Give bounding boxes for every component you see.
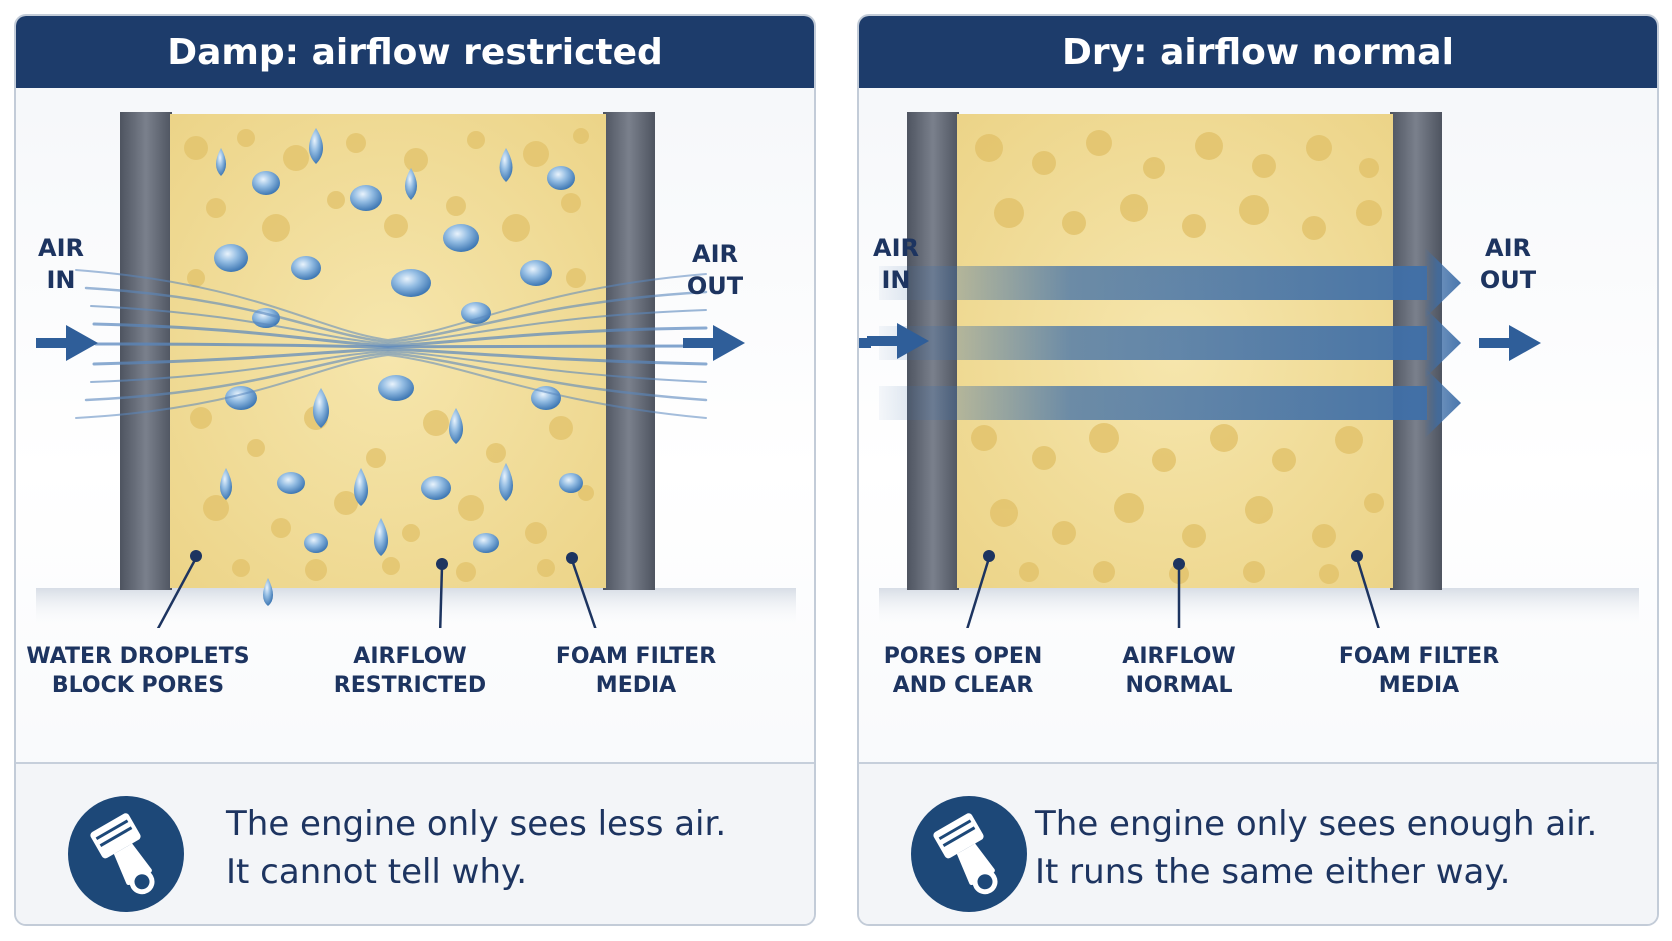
piston-icon xyxy=(911,796,1027,912)
panel-title: Damp: airflow restricted xyxy=(16,16,814,88)
floor-shadow xyxy=(36,588,796,628)
floor-shadow xyxy=(879,588,1639,628)
restricted-airflow-streaks xyxy=(75,269,708,419)
message-line-2: It cannot tell why. xyxy=(226,852,528,892)
callout-lines xyxy=(152,557,600,637)
panel-title: Dry: airflow normal xyxy=(859,16,1657,88)
dry-filter-diagram xyxy=(859,88,1657,637)
message-line-1: The engine only sees enough air. xyxy=(1035,804,1598,844)
normal-airflow-arrows xyxy=(879,248,1461,438)
air-out-arrow xyxy=(1479,325,1541,361)
damp-filter-diagram xyxy=(16,88,814,637)
message-line-1: The engine only sees less air. xyxy=(226,804,727,844)
dry-air-in-arrow xyxy=(867,323,929,359)
damp-filter-graphic xyxy=(36,112,796,637)
divider xyxy=(859,762,1657,764)
message-footer: The engine only sees less air. It cannot… xyxy=(16,764,814,924)
dry-filter-graphic xyxy=(879,112,1639,637)
callout-dots xyxy=(983,550,1363,570)
piston-icon xyxy=(68,796,184,912)
engine-message: The engine only sees enough air. It runs… xyxy=(1035,800,1597,896)
foam-pores xyxy=(971,130,1384,584)
foam-pores xyxy=(184,128,594,582)
callout-dots xyxy=(190,550,578,570)
filter-frame-right xyxy=(603,112,655,590)
filter-frame-left xyxy=(120,112,172,590)
air-in-arrow-graphic xyxy=(859,338,871,348)
air-out-arrow xyxy=(683,325,745,361)
engine-message: The engine only sees less air. It cannot… xyxy=(226,800,726,896)
message-line-2: It runs the same either way. xyxy=(1035,852,1511,892)
callout-lines xyxy=(963,557,1383,637)
divider xyxy=(16,762,814,764)
dry-panel: Dry: airflow normal xyxy=(857,14,1659,926)
damp-panel: Damp: airflow restricted xyxy=(14,14,816,926)
message-footer: The engine only sees enough air. It runs… xyxy=(859,764,1657,924)
air-in-arrow xyxy=(36,325,98,361)
